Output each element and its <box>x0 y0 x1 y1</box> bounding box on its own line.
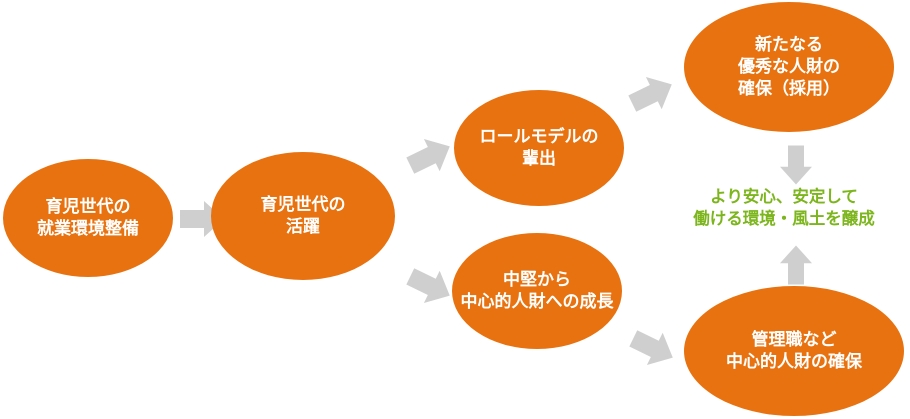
goal-line: より安心、安定して <box>710 187 858 206</box>
goal-statement: より安心、安定して 働ける環境・風土を醸成 <box>658 186 910 230</box>
node-label-line: 中心的人財への成長 <box>460 292 614 312</box>
node-label-line: ロールモデルの <box>479 127 599 147</box>
node-childcare-generation-active: 育児世代の 活躍 <box>211 152 395 280</box>
node-label-line: 育児世代の <box>45 197 131 217</box>
node-label-line: 優秀な人財の <box>738 57 840 77</box>
arrow-3-to-5-icon <box>624 68 679 120</box>
node-label-line: 活躍 <box>286 217 320 237</box>
node-label-line: 確保（採用） <box>738 79 840 99</box>
node-management-talent: 管理職など 中心的人財の確保 <box>684 286 904 416</box>
node-label-line: 育児世代の <box>260 195 346 215</box>
arrow-6-to-goal-icon <box>780 245 812 285</box>
node-label-line: 中堅から <box>503 270 571 290</box>
arrow-2-to-4-icon <box>402 260 457 312</box>
goal-line: 働ける環境・風土を醸成 <box>693 209 875 228</box>
node-label-line: 中心的人財の確保 <box>726 352 862 372</box>
arrow-2-to-3-icon <box>402 130 457 182</box>
node-new-talent-recruitment: 新たなる 優秀な人財の 確保（採用） <box>684 2 894 132</box>
node-label-line: 管理職など <box>751 330 837 350</box>
node-label-line: 新たなる <box>755 35 823 55</box>
node-childcare-work-environment: 育児世代の 就業環境整備 <box>3 159 173 277</box>
node-label-line: 輩出 <box>522 149 556 169</box>
node-label-line: 就業環境整備 <box>37 219 139 239</box>
arrow-4-to-6-icon <box>625 322 680 374</box>
node-role-models: ロールモデルの 輩出 <box>454 90 624 206</box>
arrow-5-to-goal-icon <box>780 145 812 185</box>
node-mid-level-growth: 中堅から 中心的人財への成長 <box>452 233 622 349</box>
